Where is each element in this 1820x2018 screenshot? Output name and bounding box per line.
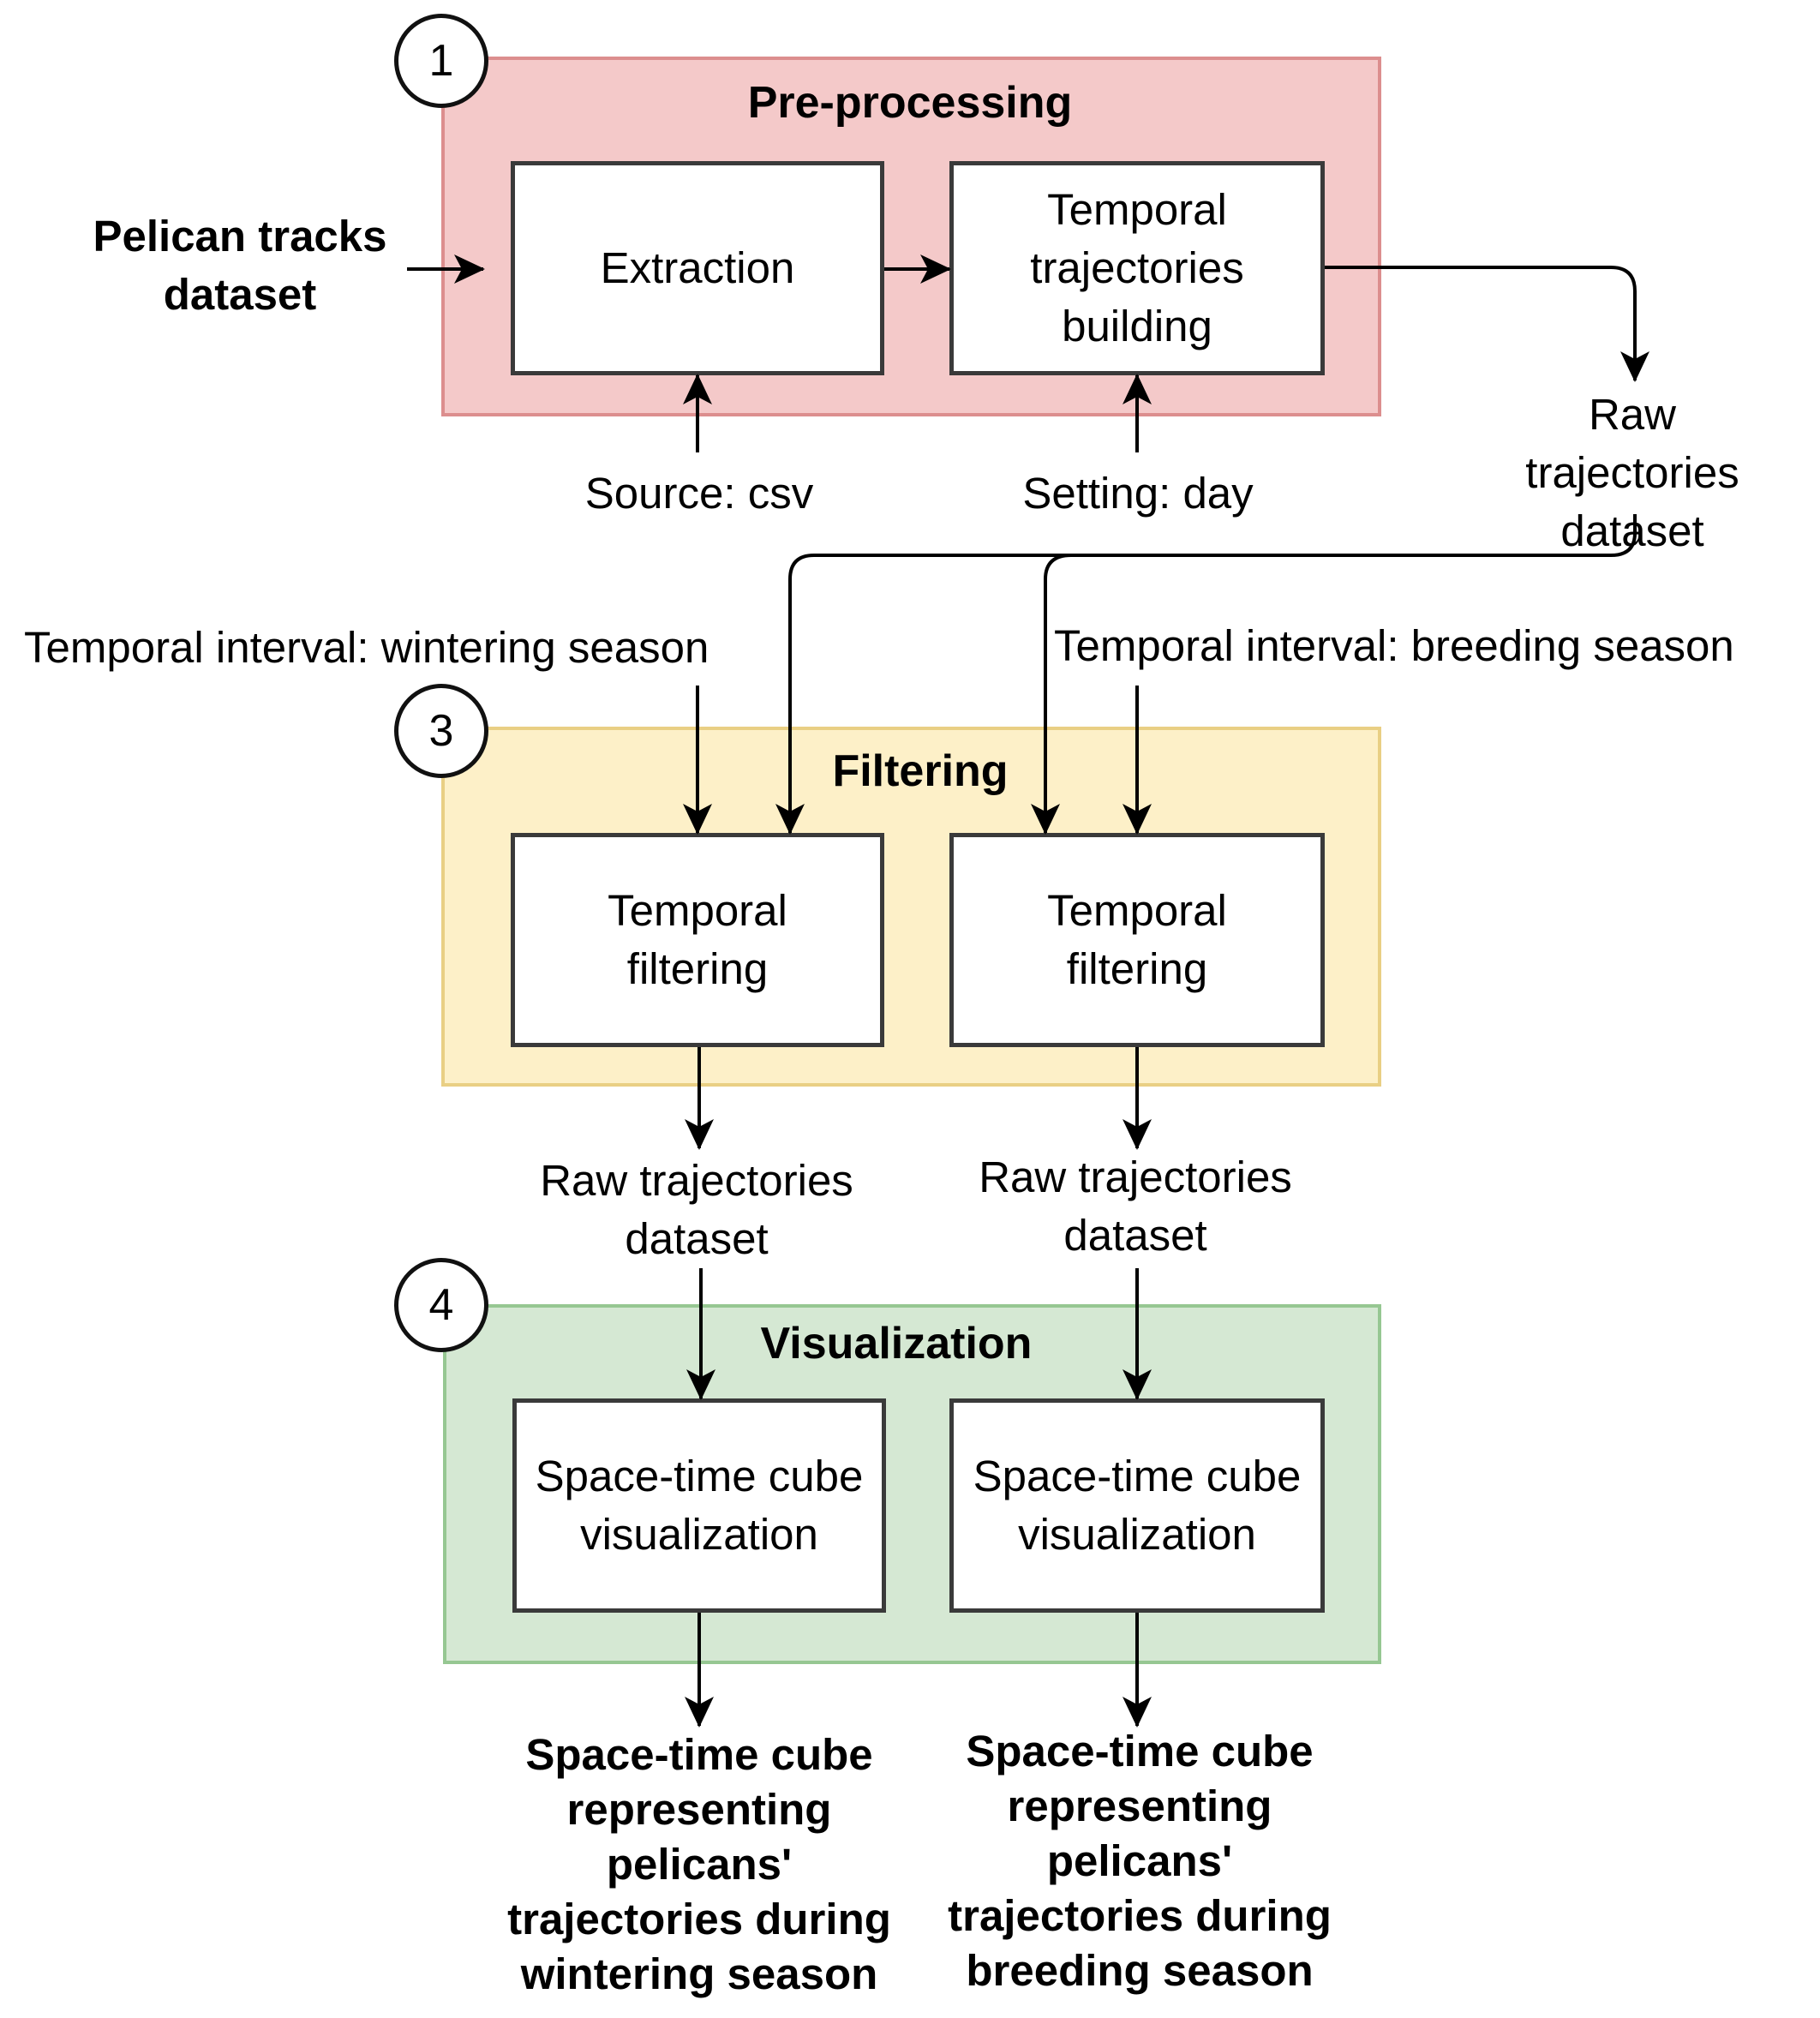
raw-trajectories-dataset-right-label: Raw trajectories dataset [979,1153,1292,1260]
stc-visualization-right-label: Space-time cube visualization [973,1452,1302,1559]
setting-day-label: Setting: day [1022,469,1254,518]
stc-visualization-left-box: Space-time cube visualization [512,1398,886,1613]
source-csv-label: Source: csv [584,469,814,518]
temporal-filtering-right-label: Temporal filtering [1047,886,1227,993]
stc-visualization-left-label: Space-time cube visualization [535,1452,864,1559]
arrow-building-to-raw-dataset [1325,266,1649,382]
interval-wintering-label: Temporal interval: wintering season [24,623,709,672]
step-3-badge: 3 [394,684,488,778]
interval-breeding-label: Temporal interval: breeding season [1054,621,1734,670]
temporal-filtering-left-box: Temporal filtering [511,833,884,1047]
arrow-raw-dataset-to-right-filtering [1031,554,1072,835]
visualization-title: Visualization [760,1319,1033,1368]
temporal-trajectories-building-label: Temporal trajectories building [1030,185,1244,350]
temporal-filtering-right-box: Temporal filtering [949,833,1325,1047]
raw-trajectories-dataset-left-label: Raw trajectories dataset [540,1156,853,1263]
raw-trajectories-dataset-top-label: Raw trajectories dataset [1525,390,1739,555]
extraction-box: Extraction [511,161,884,375]
pelican-tracks-dataset-label: Pelican tracks dataset [93,212,387,319]
step-4-badge: 4 [394,1258,488,1352]
extraction-label: Extraction [600,243,795,292]
temporal-trajectories-building-box: Temporal trajectories building [949,161,1325,375]
filtering-title: Filtering [832,746,1009,796]
temporal-filtering-left-label: Temporal filtering [608,886,787,993]
step-1-badge: 1 [394,14,488,108]
output-wintering-label: Space-time cube representing pelicans' t… [507,1730,891,1998]
output-breeding-label: Space-time cube representing pelicans' t… [948,1727,1332,1995]
arrow-raw-dataset-to-left-filtering [775,514,1637,835]
preprocessing-title: Pre-processing [747,78,1073,128]
stc-visualization-right-box: Space-time cube visualization [949,1398,1325,1613]
